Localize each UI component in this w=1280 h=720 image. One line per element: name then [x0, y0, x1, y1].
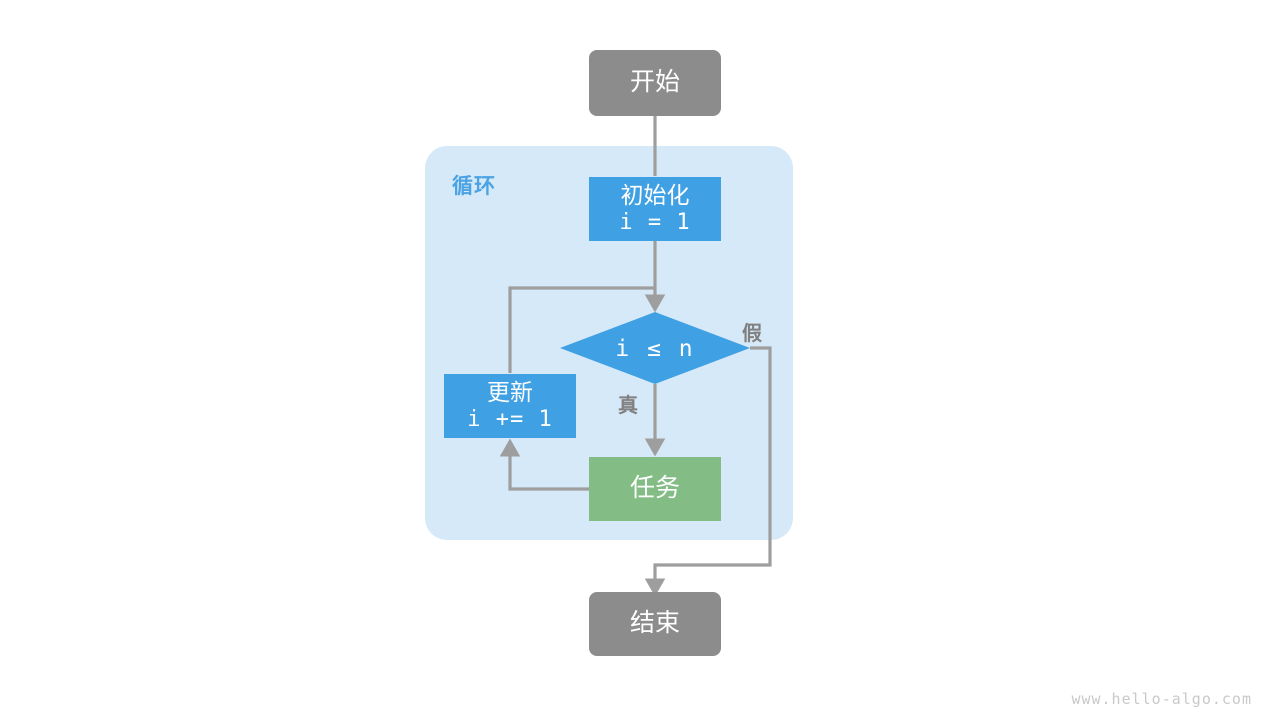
- node-task-label: 任务: [629, 474, 680, 503]
- node-init-code: i = 1: [619, 209, 691, 235]
- loop-region-label: 循环: [452, 175, 496, 198]
- edge-update-to-condition: [508, 286, 655, 373]
- edge-label-true: 真: [618, 395, 638, 417]
- edge-task-to-update: [499, 438, 589, 491]
- node-start-label: 开始: [629, 68, 680, 97]
- node-init[interactable]: 初始化 i = 1: [589, 177, 721, 241]
- node-condition-label[interactable]: i ≤ n: [615, 336, 695, 362]
- node-start[interactable]: 开始: [589, 50, 721, 116]
- edge-condition-to-end: [644, 346, 772, 597]
- node-update-code: i += 1: [467, 406, 553, 432]
- node-update-label: 更新: [487, 379, 533, 406]
- condition-diamond: [560, 312, 750, 384]
- node-task[interactable]: 任务: [589, 457, 721, 521]
- node-update[interactable]: 更新 i += 1: [444, 374, 576, 438]
- edge-label-false: 假: [742, 323, 762, 345]
- watermark: www.hello-algo.com: [1071, 690, 1252, 708]
- node-end[interactable]: 结束: [589, 592, 721, 656]
- node-end-label: 结束: [629, 609, 680, 638]
- node-init-label: 初始化: [620, 182, 690, 209]
